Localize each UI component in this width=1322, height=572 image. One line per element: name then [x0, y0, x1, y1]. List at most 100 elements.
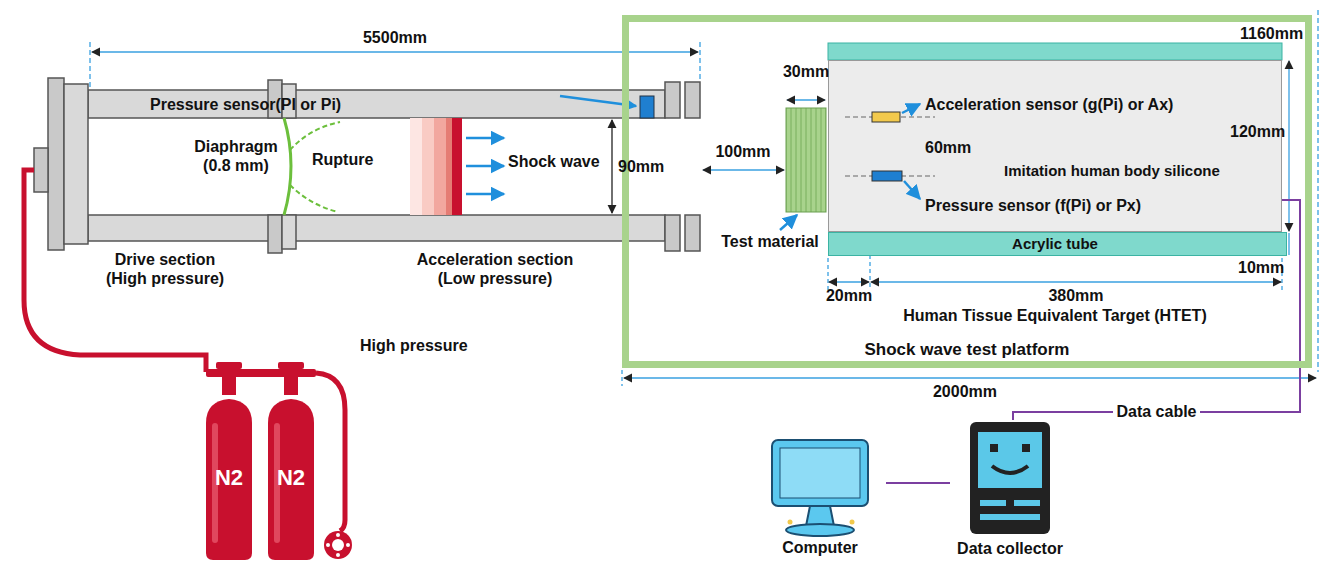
test-material: [786, 108, 826, 212]
shock-tube: [88, 118, 665, 215]
htet-body: [828, 60, 1282, 232]
tank-valve: [336, 553, 340, 557]
shock-front: [410, 118, 422, 215]
dimension-line: [703, 169, 784, 170]
part-label: High pressure: [360, 336, 468, 355]
htet-body: [828, 43, 1282, 232]
computer-icon: [760, 438, 880, 538]
node-text: Imitation human body silicone: [1004, 162, 1220, 180]
dimension: 90mm: [618, 157, 664, 176]
diaphragm: [290, 122, 340, 150]
shock-front: [466, 193, 504, 196]
dimension-line: [827, 258, 828, 290]
shock-tube: [34, 78, 700, 253]
shock-tube: [685, 82, 700, 118]
part-label: Human Tissue Equivalent Target (HTET): [903, 306, 1206, 325]
gas-hose: [24, 170, 345, 531]
diaphragm: [284, 118, 291, 215]
shock-front: [466, 165, 504, 168]
data-collector: Data collector: [950, 420, 1076, 560]
computer: Computer: [760, 438, 886, 560]
tank-valve: [332, 539, 344, 551]
dimension-line: [89, 42, 90, 88]
tank-valve: [222, 377, 236, 395]
dimension: 2000mm: [933, 382, 997, 401]
dimension: 1160mm: [1240, 24, 1303, 43]
tank-valve: [346, 543, 350, 547]
shock-front: [466, 137, 504, 140]
dimension-line: [871, 281, 1281, 282]
dimension-line: [611, 120, 612, 213]
shock-tube: [282, 215, 296, 249]
section-label: Acceleration section (Low pressure): [405, 250, 585, 288]
tank-valve: [206, 369, 316, 377]
node-text: N2: [200, 465, 258, 491]
dimension: 30mm: [783, 62, 829, 81]
dimension-line: [1317, 10, 1318, 372]
dimension-line: [699, 42, 700, 80]
htet-body: [902, 104, 920, 113]
test-material: [780, 215, 797, 230]
dimension-line: [829, 281, 869, 282]
shock-tube: [88, 215, 665, 241]
dimension: 100mm: [715, 142, 770, 161]
dimension-line: [90, 10, 1318, 386]
htet-body: [828, 43, 1282, 60]
tank-valve: [284, 377, 298, 395]
dimension-line: [624, 377, 1316, 378]
dimension: 20mm: [826, 286, 872, 305]
collector-icon: [950, 420, 1070, 538]
node-text: Acrylic tube: [829, 235, 1281, 253]
dimension: 5500mm: [363, 28, 427, 47]
gas-tank: N2: [262, 393, 326, 560]
shock-tube: [268, 215, 282, 253]
node-text: N2: [262, 465, 320, 491]
part-label: Test material: [721, 232, 819, 251]
gas-hose: [316, 373, 345, 531]
dimension: 10mm: [1238, 258, 1284, 277]
dimension-line: [92, 51, 698, 52]
tank-valve: [206, 362, 352, 559]
tube-pressure-sensor: [560, 96, 654, 118]
sensor-label: Acceleration sensor (g(Pi) or Ax): [925, 95, 1173, 114]
htet-body: [872, 171, 902, 181]
htet-body: [872, 112, 900, 122]
tube-pressure-sensor: [640, 96, 654, 118]
section-label: Drive section (High pressure): [95, 250, 235, 288]
tank-valve: [216, 362, 242, 369]
shock-front: [434, 118, 446, 215]
dimension-line: [1288, 233, 1289, 255]
shock-tube: [34, 148, 48, 192]
part-label: Diaphragm (0.8 mm): [186, 137, 286, 175]
tank-valve: [336, 533, 340, 537]
dimension-line: [621, 370, 622, 386]
shock-front: [410, 118, 504, 215]
shock-front: [452, 118, 462, 215]
test-material: [780, 108, 826, 230]
shock-front: [446, 118, 452, 215]
sensor-label: Pressure sensor (f(Pi) or Px): [925, 196, 1141, 215]
acrylic-tube: Acrylic tube: [828, 232, 1287, 256]
node-text: Data collector: [950, 539, 1070, 558]
tank-valve: [324, 531, 352, 559]
data-cable: [886, 482, 950, 484]
node-text: Shock wave test platform: [629, 340, 1305, 360]
shock-tube: [48, 78, 64, 250]
part-label: Rupture: [312, 150, 373, 169]
edge-label: Data cable: [1113, 402, 1199, 421]
dimension: 380mm: [1048, 286, 1103, 305]
sensor-label: Pressure sensor(PI or Pi): [150, 95, 341, 114]
htet-body: [904, 181, 920, 199]
tank-valve: [278, 362, 304, 369]
dimension-line: [1288, 61, 1289, 231]
dimension: 120mm: [1230, 122, 1285, 141]
dimension: 60mm: [925, 138, 971, 157]
diaphragm: [290, 185, 338, 212]
tank-valve: [326, 543, 330, 547]
node-text: Computer: [760, 538, 880, 557]
shock-tube: [665, 215, 680, 251]
shock-tube: [665, 82, 680, 118]
gas-tank: N2: [200, 393, 264, 560]
shock-front: [422, 118, 434, 215]
